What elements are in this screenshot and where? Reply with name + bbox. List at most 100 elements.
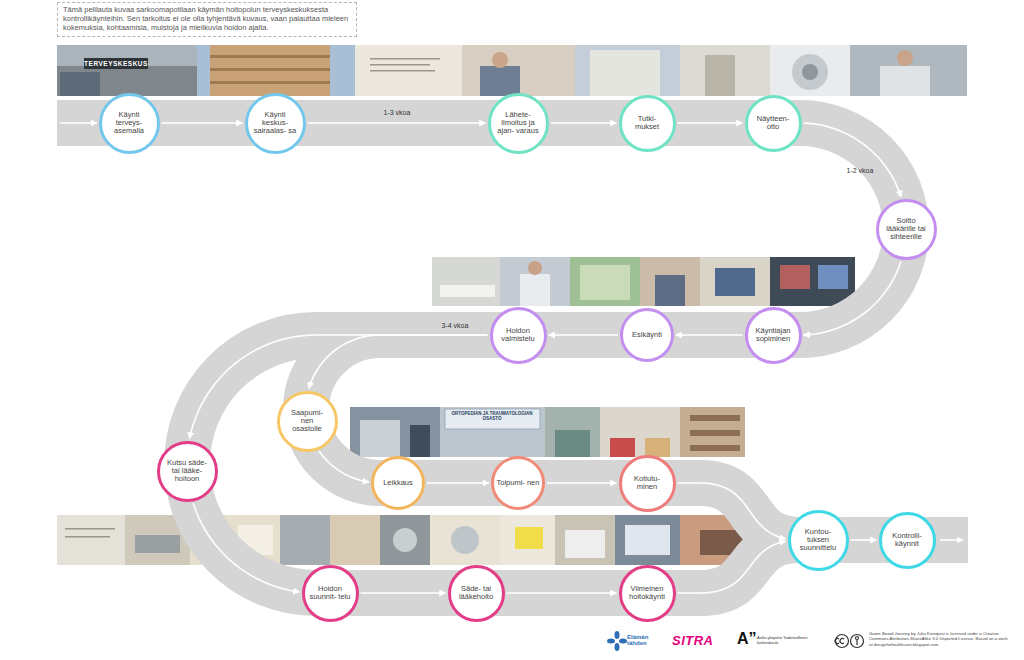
route-arrow: [851, 539, 877, 541]
cc-icon: [835, 639, 857, 645]
photo: [850, 45, 967, 96]
start-arrow: [60, 122, 97, 124]
stop-label: Kontrolli- käynnit: [885, 532, 929, 549]
stop-label: Soitto lääkärille tai sihteerille: [884, 217, 928, 242]
route-arrow: [549, 334, 619, 336]
road: [306, 335, 800, 540]
road: [57, 123, 968, 593]
photo: [580, 265, 630, 300]
photo: [640, 257, 700, 306]
journey-stop: Kotiutu- minen: [619, 455, 676, 512]
photo: [625, 525, 670, 555]
photo: [500, 257, 570, 306]
photo: [370, 64, 430, 66]
stop-label: Saapumi- nen osastolle: [285, 409, 329, 434]
duration-label: 1-3 vkoa: [384, 109, 411, 116]
journey-stop: Lähete- ilmoitus ja ajan- varaus: [488, 93, 549, 154]
photo: [655, 275, 685, 306]
journey-stop: Kontrolli- käynnit: [879, 512, 936, 569]
route-arrow: [193, 503, 299, 592]
photo: [210, 55, 330, 58]
journey-stop: Käynti keskus- sairaalas- sa: [245, 93, 306, 154]
photo: [680, 407, 745, 457]
photo: [355, 45, 462, 96]
photo-strip: [350, 407, 745, 457]
note-box: Tämä pelilauta kuvaa sarkoomapotilaan kä…: [57, 2, 357, 37]
journey-stop: Säde- tai lääkehoito: [448, 565, 505, 622]
photo: [360, 420, 400, 457]
logo-icon: [607, 631, 627, 651]
photo-strip: [57, 45, 967, 96]
photo: [210, 68, 330, 71]
photo: [880, 66, 930, 96]
photo: [462, 45, 575, 96]
route-arrow: [162, 122, 243, 124]
journey-stop: Soitto lääkärille tai sihteerille: [876, 199, 937, 260]
photo: [57, 45, 197, 96]
journey-stop: Hoidon valmistelu: [490, 307, 547, 364]
logo-icon: [615, 631, 620, 639]
stop-label: Hoidon suunnit- telu: [308, 585, 352, 602]
journey-stop: Hoidon suunnit- telu: [302, 565, 359, 622]
license-note: Game Board Journey by Julia Kronqvist is…: [869, 631, 1009, 647]
photo: [330, 515, 380, 565]
photo: [600, 407, 680, 457]
photo: [700, 257, 770, 306]
logo-text: SITRA: [672, 633, 714, 648]
photo: [615, 515, 680, 565]
photo: [792, 54, 828, 90]
cc-icon: [856, 637, 859, 640]
stop-label: Käyntiajan sopiminen: [751, 327, 795, 344]
photo: [520, 274, 550, 306]
photo: [555, 515, 615, 565]
photo: [380, 515, 430, 565]
logo-icon: [619, 639, 627, 644]
photo: [280, 515, 330, 565]
photo: [575, 45, 680, 96]
logo-text: A”: [737, 630, 757, 648]
journey-stop: Leikkaus: [371, 456, 425, 510]
photo: [57, 515, 125, 565]
photo: [565, 530, 605, 558]
photo: [770, 45, 850, 96]
route-arrow: [678, 122, 743, 124]
photo: [590, 50, 660, 96]
photo: [57, 66, 197, 96]
photo: [210, 81, 330, 84]
photo: [370, 58, 440, 60]
route-arrow: [507, 592, 617, 594]
sign-text: ORTOPEDIAN JA TRAUMATOLOGIAN OSASTO: [447, 411, 537, 421]
photo-strip: [432, 257, 855, 306]
photo: [555, 430, 590, 457]
stop-label: Toipumi- nen: [497, 479, 540, 487]
stop-label: Näytteen- otto: [751, 115, 795, 132]
journey-stop: Näytteen- otto: [745, 95, 802, 152]
sign-text: TERVEYSKESKUS: [84, 60, 148, 67]
note-text: Tämä pelilauta kuvaa sarkoomapotilaan kä…: [63, 6, 351, 33]
photo: [818, 265, 848, 289]
photo: [570, 257, 640, 306]
journey-stop: Viimeinen hoitokäynti: [619, 565, 676, 622]
stop-label: Esikäynti: [632, 331, 662, 339]
journey-stop: Käyntiajan sopiminen: [745, 307, 802, 364]
cc-icon: [836, 635, 849, 648]
route-arrow: [190, 335, 488, 439]
stop-label: Leikkaus: [383, 479, 413, 487]
route-arrow: [319, 451, 369, 482]
logo-text: Aalto-yliopisto Taideteollinen korkeakou…: [757, 636, 829, 646]
photo: [440, 285, 495, 297]
stop-label: Hoidon valmistelu: [496, 327, 540, 344]
road: [57, 123, 906, 335]
stop-label: Viimeinen hoitokäynti: [625, 585, 669, 602]
stop-label: Kuntou- tuksen suunnittelu: [796, 528, 840, 553]
photo: [480, 66, 520, 96]
end-arrow: [940, 539, 963, 541]
journey-stop: Saapumi- nen osastolle: [277, 391, 338, 452]
journey-stop: Kutsu säde- tai lääke- hoitoon: [157, 441, 218, 502]
logo-icon: [615, 643, 620, 651]
photo: [715, 268, 755, 296]
photo: [430, 515, 500, 565]
photo: [370, 70, 435, 72]
